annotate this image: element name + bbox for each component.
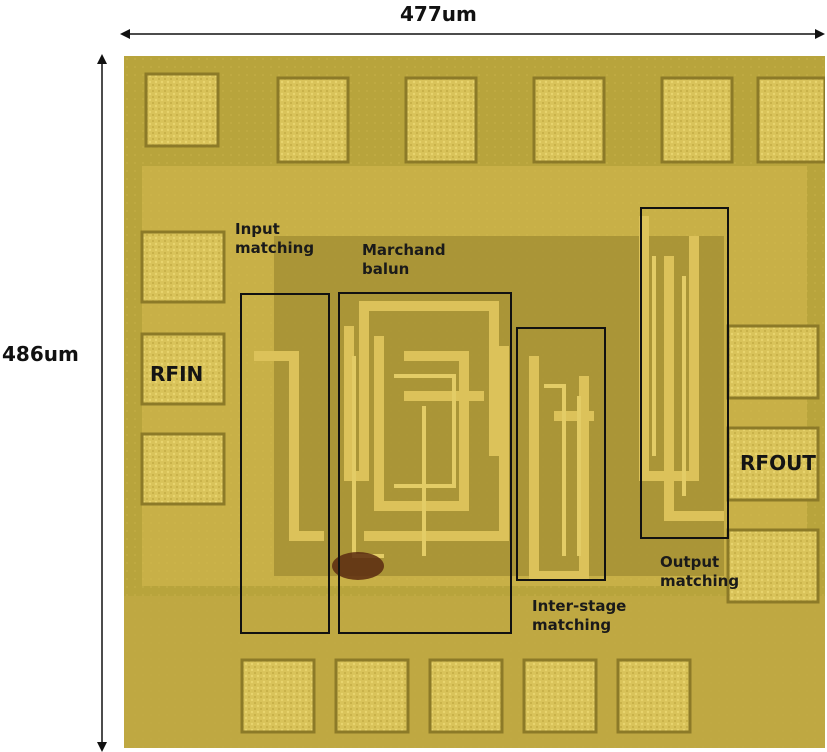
defect-spot xyxy=(332,552,384,580)
right-pads xyxy=(726,324,820,604)
height-dimension-arrow xyxy=(97,54,107,752)
rfout-port-label: RFOUT xyxy=(740,451,816,475)
transmission-lines xyxy=(254,216,724,581)
output-matching-label: Output matching xyxy=(660,553,740,590)
output-matching-box xyxy=(640,207,729,539)
bottom-pads xyxy=(240,658,692,734)
height-dimension-label: 486um xyxy=(2,342,79,366)
rfin-port-label: RFIN xyxy=(150,362,204,386)
width-dimension-label: 477um xyxy=(400,2,477,26)
inter-stage-matching-box xyxy=(516,327,606,581)
input-matching-box xyxy=(240,293,330,634)
inter-stage-matching-label: Inter-stage matching xyxy=(532,597,627,634)
left-pads xyxy=(140,230,226,506)
width-dimension-arrow xyxy=(120,29,825,39)
top-pads xyxy=(144,72,825,164)
input-matching-label: Input matching xyxy=(235,220,315,257)
marchand-balun-box xyxy=(338,292,512,634)
marchand-balun-label: Marchand balun xyxy=(362,241,446,278)
